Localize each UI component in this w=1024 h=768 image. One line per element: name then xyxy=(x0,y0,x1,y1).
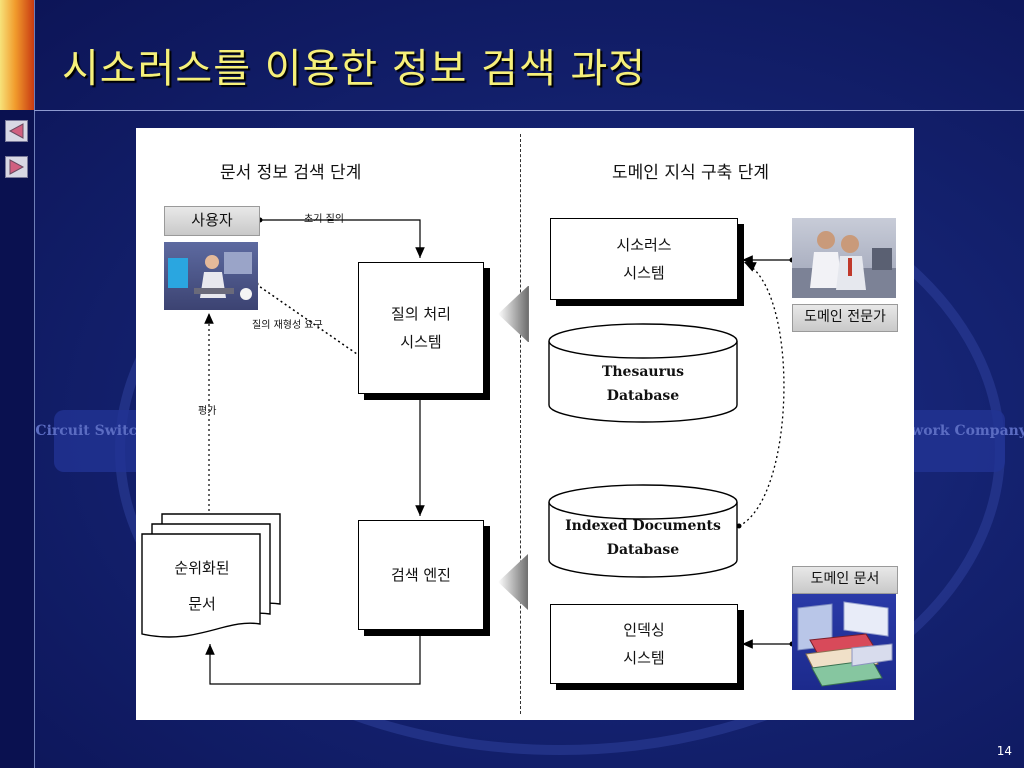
domain-expert-photo xyxy=(792,218,896,298)
query-processing-line1: 질의 처리 xyxy=(391,305,451,323)
ranked-documents-text: 순위화된 문서 xyxy=(144,550,260,622)
bg-text-right-1: Network Company xyxy=(883,423,1024,439)
user-photo xyxy=(164,242,258,310)
ranked-documents-line1: 순위화된 xyxy=(174,559,230,577)
ranked-documents-line2: 문서 xyxy=(188,595,216,613)
left-phase-title: 문서 정보 검색 단계 xyxy=(220,163,362,183)
domain-docs-photo xyxy=(792,594,896,690)
right-phase-title: 도메인 지식 구축 단계 xyxy=(612,163,769,183)
next-slide-button[interactable] xyxy=(5,156,28,178)
indexed-database-text: Indexed Documents Database xyxy=(550,514,736,562)
initial-query-label: 초기 질의 xyxy=(304,214,344,225)
query-processing-line2: 시스템 xyxy=(400,333,442,351)
triangle-right-icon xyxy=(9,159,25,175)
indexing-system-line2: 시스템 xyxy=(623,649,665,667)
query-processing-system-box: 질의 처리 시스템 xyxy=(358,262,484,394)
title-rule xyxy=(34,110,1024,111)
reformulation-label: 질의 재형성 요구 xyxy=(252,320,323,331)
indexed-database-cylinder xyxy=(548,484,738,578)
slide-title: 시소러스를 이용한 정보 검색 과정 xyxy=(62,46,647,92)
triangle-left-icon xyxy=(8,123,24,139)
search-engine-label: 검색 엔진 xyxy=(391,566,451,584)
diagram-connectors xyxy=(141,217,795,685)
previous-slide-button[interactable] xyxy=(5,120,28,142)
evaluation-label: 평가 xyxy=(198,406,217,417)
accent-bar xyxy=(0,0,34,110)
thesaurus-database-line2: Database xyxy=(606,388,680,404)
indexed-database-line1: Indexed Documents xyxy=(565,518,721,534)
indexed-database-line2: Database xyxy=(606,542,680,558)
domain-expert-label: 도메인 전문가 xyxy=(792,304,898,332)
thesaurus-system-line2: 시스템 xyxy=(623,264,665,282)
diagram-panel: 문서 정보 검색 단계 도메인 지식 구축 단계 xyxy=(136,128,914,720)
search-engine-box: 검색 엔진 xyxy=(358,520,484,630)
indexing-system-line1: 인덱싱 xyxy=(623,621,665,639)
thesaurus-system-box: 시소러스 시스템 xyxy=(550,218,738,300)
thesaurus-database-cylinder xyxy=(548,323,738,423)
thesaurus-system-line1: 시소러스 xyxy=(616,236,672,254)
thesaurus-database-text: Thesaurus Database xyxy=(550,360,736,408)
page-number: 14 xyxy=(996,744,1012,758)
user-label: 사용자 xyxy=(164,206,260,236)
indexing-system-box: 인덱싱 시스템 xyxy=(550,604,738,684)
thesaurus-database-line1: Thesaurus xyxy=(601,364,685,380)
phase-divider xyxy=(520,134,521,714)
ranked-documents-stack xyxy=(141,513,281,638)
domain-docs-label: 도메인 문서 xyxy=(792,566,898,594)
